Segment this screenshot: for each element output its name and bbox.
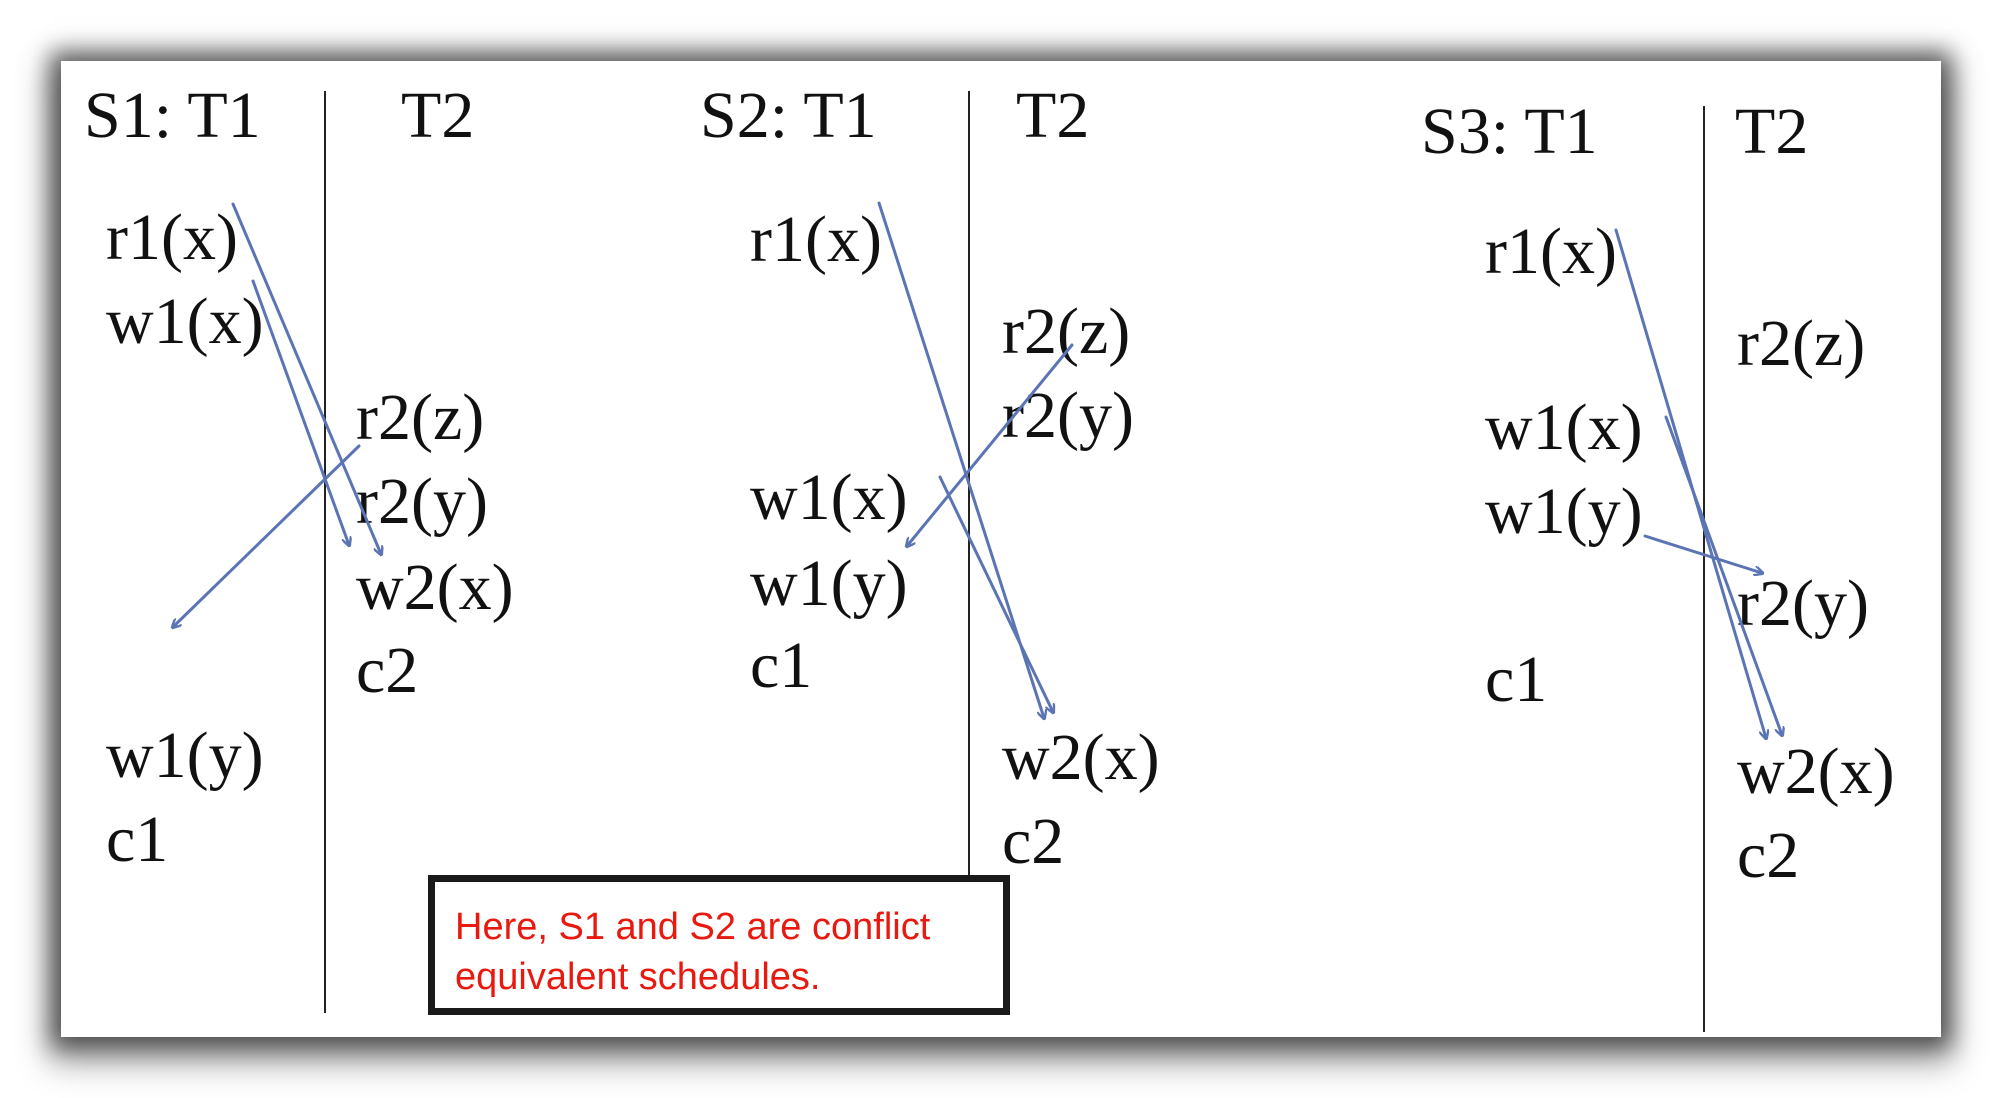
s2-header-t2: T2 [1016, 79, 1090, 152]
s3-op-r1x: r1(x) [1485, 215, 1617, 288]
s1-divider [324, 91, 326, 1013]
note-line-2: equivalent schedules. [455, 956, 821, 998]
s2-divider [968, 91, 970, 1013]
s3-header-t1: S3: T1 [1421, 95, 1598, 168]
s1-arrow-w1x-w2x [251, 279, 349, 545]
s1-header-t1: S1: T1 [84, 79, 261, 152]
s3-arrow-w1x-w2x [1664, 415, 1782, 735]
s3-op-w1x: w1(x) [1485, 391, 1643, 464]
s1-arrow-r2y-w1y [173, 444, 361, 627]
s3-arrow-w1y-r2y [1643, 534, 1762, 573]
s1-op-w2x: w2(x) [356, 551, 514, 624]
s1-op-w1y: w1(y) [106, 719, 264, 792]
s2-op-c2: c2 [1002, 805, 1065, 878]
s1-arrow-r1x-w2x [231, 202, 381, 554]
s3-op-c1: c1 [1485, 643, 1548, 716]
s3-op-c2: c2 [1737, 819, 1800, 892]
conflict-arrows [61, 201, 1941, 1037]
s1-op-r2z: r2(z) [356, 381, 485, 454]
s1-op-w1x: w1(x) [106, 285, 264, 358]
s3-op-r2y: r2(y) [1737, 567, 1869, 640]
note-text: Here, S1 and S2 are conflict equivalent … [455, 902, 1015, 1002]
s1-op-r2y: r2(y) [356, 465, 488, 538]
s3-op-r2z: r2(z) [1737, 307, 1866, 380]
s2-op-w1x: w1(x) [750, 461, 908, 534]
s2-op-w2x: w2(x) [1002, 721, 1160, 794]
s2-arrow-r2y-w1y [907, 343, 1074, 546]
s3-op-w1y: w1(y) [1485, 475, 1643, 548]
s2-header-t1: S2: T1 [700, 79, 877, 152]
slide: S1: T1 T2 r1(x) w1(x) r2(z) r2(y) w2(x) … [61, 61, 1941, 1037]
note-line-1: Here, S1 and S2 are conflict [455, 906, 931, 948]
s3-header-t2: T2 [1735, 95, 1809, 168]
s2-op-r2y: r2(y) [1002, 379, 1134, 452]
s2-arrow-r1x-w2x [877, 201, 1044, 718]
s2-arrow-w1x-w2x [938, 475, 1053, 712]
s2-op-w1y: w1(y) [750, 547, 908, 620]
s1-op-r1x: r1(x) [106, 201, 238, 274]
s2-op-r1x: r1(x) [750, 203, 882, 276]
s3-divider [1703, 106, 1705, 1032]
note-box: Here, S1 and S2 are conflict equivalent … [428, 875, 1010, 1015]
s2-op-c1: c1 [750, 629, 813, 702]
s1-op-c2: c2 [356, 634, 419, 707]
s1-op-c1: c1 [106, 803, 169, 876]
s1-header-t2: T2 [401, 79, 475, 152]
s3-op-w2x: w2(x) [1737, 735, 1895, 808]
